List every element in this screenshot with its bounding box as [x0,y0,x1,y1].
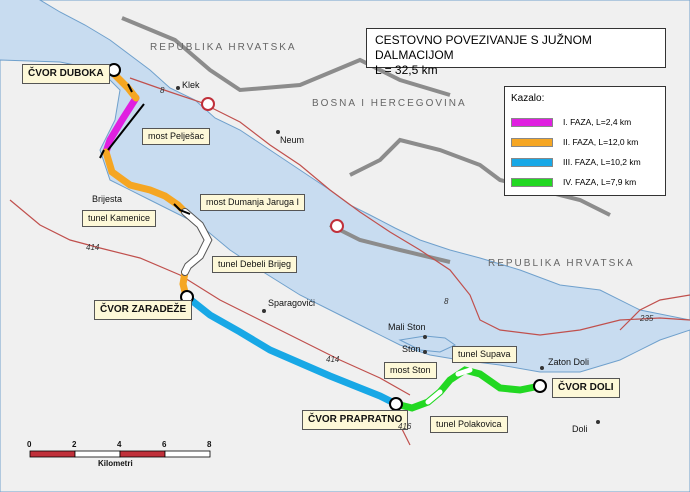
town-dot-neum [276,130,280,134]
route-phase-1 [102,94,140,156]
scale-unit: Kilometri [98,459,133,468]
road-number-235: 235 [640,314,654,323]
legend-label: III. FAZA, L=10,2 km [563,157,641,167]
road-414 [9,199,411,396]
legend-swatch-phase-1 [511,117,553,127]
road-number-8b: 8 [444,297,449,306]
road-235 [619,294,690,331]
legend-item: II. FAZA, L=12,0 km [511,132,659,152]
route-phase-2b [102,148,189,216]
road-number-416: 416 [398,422,412,431]
place-neum: Neum [280,135,305,145]
scale-tick: 2 [72,440,77,449]
legend-label: IV. FAZA, L=7,9 km [563,177,637,187]
place-sparagovici: Sparagovići [268,298,316,308]
country-label-croatia-north: REPUBLIKA HRVATSKA [150,42,297,53]
route-phase-3 [182,292,400,408]
border-line-bosnia [349,137,611,217]
scale-tick: 6 [162,440,167,449]
legend-item: IV. FAZA, L=7,9 km [511,172,659,192]
place-mali-ston: Mali Ston [388,322,426,332]
place-zaton-doli: Zaton Doli [548,357,590,367]
node-label-duboka: ČVOR DUBOKA [22,64,110,84]
node-label-zaradeze: ČVOR ZARADEŽE [94,300,193,320]
road-number-8a: 8 [160,86,165,95]
label-most-peljesac: most Pelješac [142,128,211,145]
legend-title: Kazalo: [511,93,545,104]
legend-item: III. FAZA, L=10,2 km [511,152,659,172]
label-tunel-kamenice: tunel Kamenice [82,210,157,227]
scale-bar-seg-4 [164,450,211,458]
map-length: L = 32,5 km [375,63,438,77]
map-title: CESTOVNO POVEZIVANJE S JUŽNOM DALMACIJOM [375,33,592,62]
node-label-prapratno: ČVOR PRAPRATNO [302,410,409,430]
bridge-dumanja-marker [173,203,191,215]
legend: Kazalo: I. FAZA, L=2,4 km II. FAZA, L=12… [504,86,666,196]
town-dot-ston [423,350,427,354]
place-ston: Ston [402,344,421,354]
label-tunel-debeli: tunel Debeli Brijeg [212,256,298,273]
map-title-box: CESTOVNO POVEZIVANJE S JUŽNOM DALMACIJOM… [366,28,666,77]
place-doli: Doli [572,424,588,434]
scale-bar-seg-3 [119,450,166,458]
scale-bar-seg-1 [29,450,76,458]
town-dot-zaton [540,366,544,370]
border-crossing-klek [201,97,215,111]
legend-swatch-phase-4 [511,177,553,187]
node-prapratno [389,397,403,411]
route-phase-4-tunnel [425,367,473,405]
scale-tick: 8 [207,440,212,449]
place-klek: Klek [182,80,200,90]
route-tunnel-debeli-fill [182,209,212,275]
label-most-ston: most Ston [384,362,437,379]
legend-swatch-phase-3 [511,157,553,167]
label-tunel-supava: tunel Supava [452,346,517,363]
town-dot-sparagovici [262,309,266,313]
country-label-croatia-south: REPUBLIKA HRVATSKA [488,258,635,269]
legend-label: II. FAZA, L=12,0 km [563,137,639,147]
legend-item: I. FAZA, L=2,4 km [511,112,659,132]
road-number-414a: 414 [86,243,100,252]
border-crossing-south [330,219,344,233]
legend-swatch-phase-2 [511,137,553,147]
road-number-414b: 414 [326,355,340,364]
place-brijesta: Brijesta [92,194,123,204]
town-dot-mali-ston [423,335,427,339]
node-doli [533,379,547,393]
border-line-north [121,16,451,97]
town-dot-doli [596,420,600,424]
label-tunel-polakovica: tunel Polakovica [430,416,508,433]
border-line-south [329,223,451,264]
label-most-dumanja: most Dumanja Jaruga I [200,194,306,211]
peljesac-peninsula [0,59,690,492]
scale-bar-seg-2 [74,450,121,458]
town-dot-klek [176,86,180,90]
node-label-doli: ČVOR DOLI [552,378,620,398]
node-duboka [107,63,121,77]
country-label-bosnia: BOSNA I HERCEGOVINA [312,98,467,109]
route-phase-2a [110,70,140,102]
bridge-peljesac-marker [99,83,145,159]
legend-label: I. FAZA, L=2,4 km [563,117,632,127]
scale-tick: 4 [117,440,122,449]
scale-tick: 0 [27,440,32,449]
road-8 [129,77,690,336]
